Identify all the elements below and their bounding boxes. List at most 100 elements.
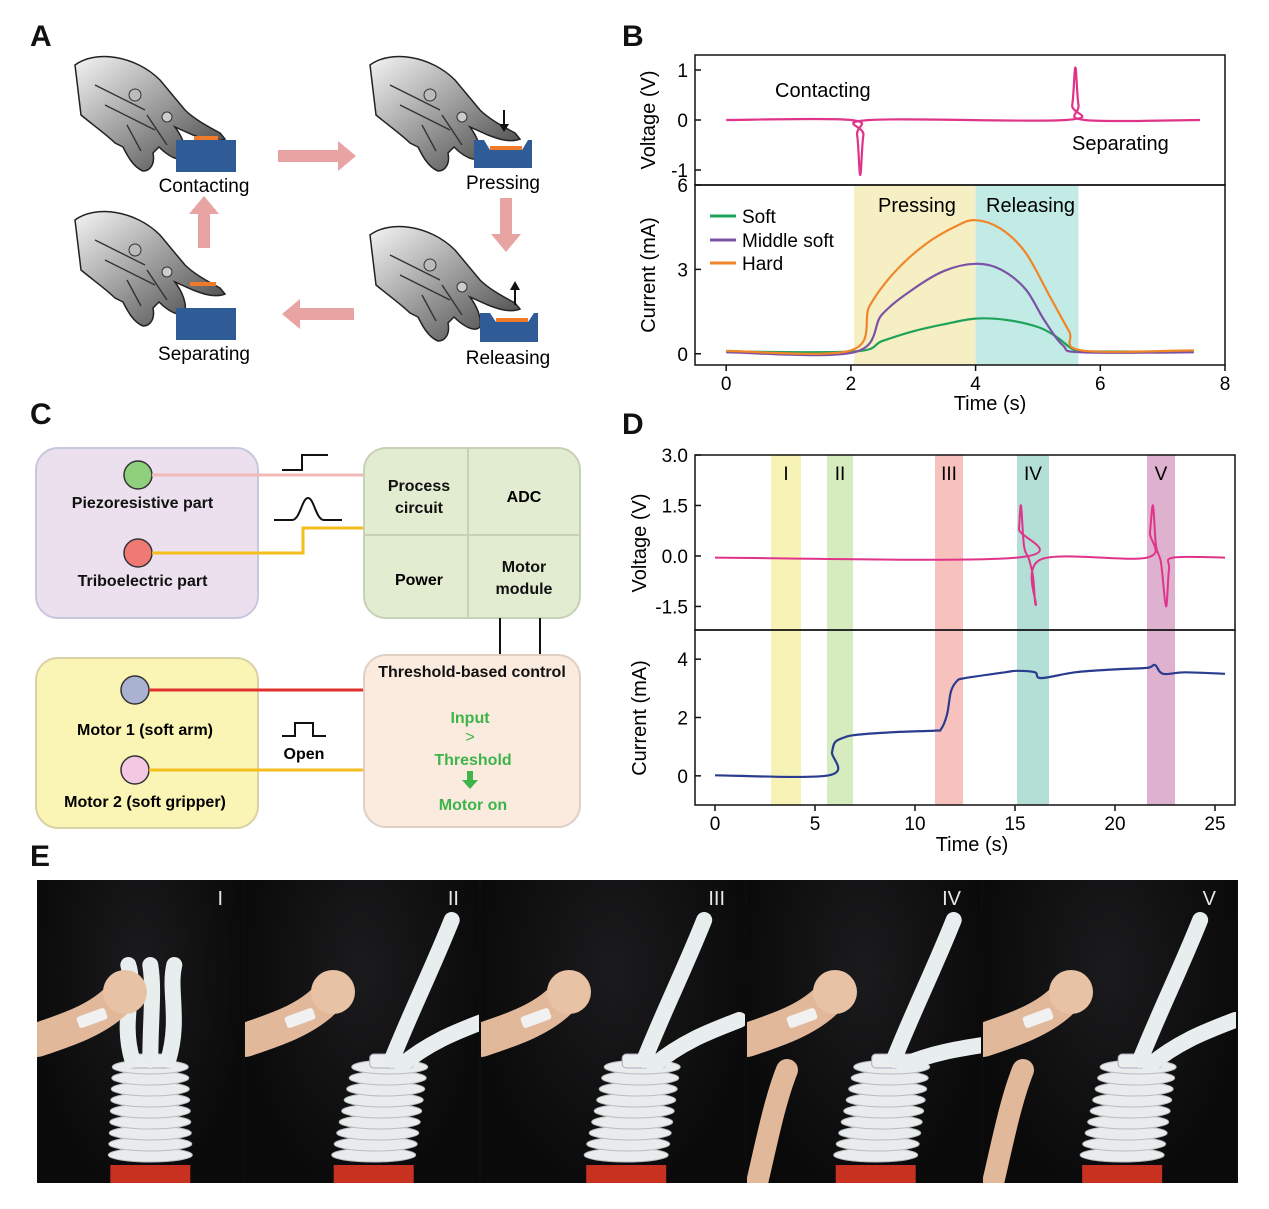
photo-frame-V: V xyxy=(983,880,1236,1183)
right-arrow-icon xyxy=(278,141,356,171)
x-tick-label: 25 xyxy=(1204,814,1225,835)
voltage-line xyxy=(726,66,1201,177)
b-xlabel: Time (s) xyxy=(954,393,1027,415)
y-tick-label: -1 xyxy=(671,161,688,182)
triboelectric-text: Triboelectric part xyxy=(77,573,208,590)
stage-releasing: Releasing xyxy=(369,225,551,369)
y-tick-label: 3 xyxy=(677,260,688,281)
photo-label: I xyxy=(217,888,223,910)
shade-label-releasing: Releasing xyxy=(986,195,1075,217)
stage-pressing: Pressing xyxy=(369,55,540,194)
x-tick-label: 0 xyxy=(721,374,732,395)
y-tick-label: -1.5 xyxy=(655,597,688,618)
panel-c-diagram: Piezoresistive part Triboelectric part P… xyxy=(35,447,581,829)
sensor-pad xyxy=(490,146,522,150)
photo-frame-I: I xyxy=(37,880,243,1183)
stage-label: Contacting xyxy=(159,176,250,197)
y-tick-label: 2 xyxy=(677,709,688,730)
circuit-box xyxy=(363,447,581,619)
x-tick-label: 15 xyxy=(1004,814,1025,835)
photo-frame-III: III xyxy=(481,880,745,1183)
soft-robot-illustration xyxy=(747,912,981,1183)
panel-a-diagram: Contacting Pressing Releasing Separating xyxy=(74,55,551,369)
b-bottom-frame xyxy=(694,184,1226,366)
shade-label-pressing: Pressing xyxy=(878,195,956,217)
soft-robot-illustration xyxy=(481,912,745,1183)
shade-label: II xyxy=(835,464,846,485)
panel-c-letter: C xyxy=(30,398,52,431)
y-tick-label: 3.0 xyxy=(662,446,688,467)
stage-contacting: Contacting xyxy=(74,55,250,197)
shade-label: IV xyxy=(1024,464,1042,485)
x-tick-label: 2 xyxy=(846,374,857,395)
substrate-block xyxy=(176,308,236,340)
motor-module-label: Motor module xyxy=(495,559,553,598)
x-tick-label: 0 xyxy=(710,814,721,835)
y-tick-label: 0 xyxy=(677,767,688,788)
triboelectric-node xyxy=(123,538,153,568)
soft-robot-illustration xyxy=(37,957,193,1183)
legend-middle-soft: Middle soft xyxy=(742,231,835,252)
photo-label: V xyxy=(1202,888,1216,910)
substrate-block xyxy=(474,140,532,168)
sensor-pad xyxy=(190,282,216,286)
stage-separating: Separating xyxy=(74,210,250,365)
stage-label: Pressing xyxy=(466,173,540,194)
x-tick-label: 6 xyxy=(1095,374,1106,395)
down-arrow-icon xyxy=(499,124,509,132)
sensor-pad xyxy=(496,318,528,322)
step-signal-icon xyxy=(282,454,328,471)
current-line-hard xyxy=(726,219,1194,355)
photo-label: III xyxy=(708,888,725,910)
d-xlabel: Time (s) xyxy=(936,834,1009,856)
y-tick-label: 1.5 xyxy=(662,496,688,517)
voltage-line xyxy=(714,504,1226,608)
shade-label: V xyxy=(1155,464,1168,485)
y-tick-label: 0 xyxy=(677,345,688,366)
down-arrow-icon xyxy=(462,771,478,789)
shade-label: III xyxy=(941,464,957,485)
b-top-ylabel: Voltage (V) xyxy=(638,71,660,170)
piezoresistive-text: Piezoresistive part xyxy=(71,495,214,512)
adc-label: ADC xyxy=(507,489,542,506)
legend-soft: Soft xyxy=(742,207,777,228)
motor-on-label: Motor on xyxy=(439,797,507,814)
shade-region-1 xyxy=(975,185,1079,365)
d-top-ylabel: Voltage (V) xyxy=(629,494,651,593)
x-tick-label: 5 xyxy=(810,814,821,835)
d-bottom-ylabel: Current (mA) xyxy=(629,660,651,776)
b-bottom-ylabel: Current (mA) xyxy=(638,217,660,333)
greater-than-sign: > xyxy=(465,729,474,746)
power-label: Power xyxy=(395,572,443,589)
motor-box xyxy=(35,657,259,829)
open-signal-icon xyxy=(282,722,326,737)
y-tick-label: 0.0 xyxy=(662,547,688,568)
sensor-pad xyxy=(194,136,218,140)
x-tick-label: 20 xyxy=(1104,814,1125,835)
panel-a-letter: A xyxy=(30,20,52,53)
motor1-label: Motor 1 (soft arm) xyxy=(77,722,213,739)
photo-frame-IV: IV xyxy=(747,880,981,1183)
down-arrow-icon xyxy=(491,198,521,252)
input-label: Input xyxy=(450,710,490,727)
panel-d-letter: D xyxy=(622,408,644,441)
y-tick-label: 1 xyxy=(677,61,688,82)
up-arrow-icon xyxy=(510,281,520,290)
annotation-contacting: Contacting xyxy=(775,80,871,102)
open-label: Open xyxy=(284,746,325,763)
motor1-node xyxy=(120,675,150,705)
stage-label: Releasing xyxy=(466,348,551,369)
up-arrow-icon xyxy=(189,196,219,248)
left-arrow-icon xyxy=(282,299,354,329)
x-tick-label: 8 xyxy=(1220,374,1231,395)
x-tick-label: 4 xyxy=(970,374,981,395)
x-tick-label: 10 xyxy=(904,814,925,835)
y-tick-label: 0 xyxy=(677,111,688,132)
panel-e-letter: E xyxy=(30,840,51,873)
panel-b-letter: B xyxy=(622,20,644,53)
annotation-separating: Separating xyxy=(1072,133,1169,155)
current-line-middle-soft xyxy=(726,262,1194,357)
substrate-block xyxy=(176,140,236,172)
photo-label: IV xyxy=(942,888,961,910)
